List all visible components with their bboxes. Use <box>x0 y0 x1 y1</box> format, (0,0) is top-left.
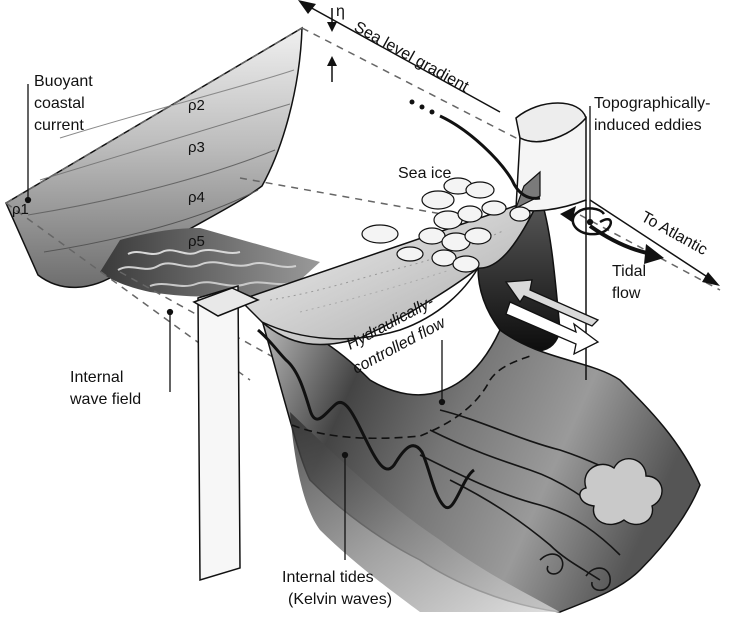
gradient-dot <box>429 109 435 115</box>
internal-tides-label-1: Internal tides <box>282 569 374 586</box>
wave-crest <box>117 261 297 271</box>
ice-floe <box>396 246 424 262</box>
ice-floe <box>418 227 446 245</box>
downslope-outflow <box>261 319 701 613</box>
gradient-surface-line <box>439 114 541 200</box>
tidal-arrow-left <box>504 279 600 327</box>
gradient-dot <box>409 99 415 105</box>
basin-cross-section <box>5 26 303 289</box>
rho5-label: ρ5 <box>188 233 205 250</box>
sill-front-ridge <box>261 267 479 340</box>
tidal-flow-arrow <box>588 224 653 256</box>
gradient-axis <box>307 5 501 113</box>
atlantic-axis <box>589 199 713 281</box>
kelvin-wave-line <box>257 328 475 510</box>
outflow-front-face <box>290 412 560 612</box>
density-layer-boundary <box>43 189 259 253</box>
atlantic-axis-head <box>702 272 720 286</box>
leader-lines <box>24 84 594 560</box>
internal-wave-field <box>100 228 320 297</box>
eta-label: η <box>336 3 345 20</box>
buoyant-label-2: coastal <box>34 95 85 112</box>
rho3-label: ρ3 <box>188 139 205 156</box>
internal-tides-label-2: (Kelvin waves) <box>288 591 392 608</box>
eta-arrow-down-head <box>327 22 337 32</box>
ice-floe <box>421 190 455 210</box>
ice-floe <box>452 255 480 273</box>
density-layer-boundary <box>27 149 276 216</box>
eddy-swirl-head <box>560 206 576 222</box>
wave-crest <box>127 249 241 255</box>
flow-arrows <box>504 206 664 356</box>
buoyant-label-1: Buoyant <box>34 73 93 90</box>
interface-dashed-line <box>291 355 531 440</box>
front-wall-top <box>192 287 260 317</box>
density-layer-boundary <box>39 103 291 181</box>
tidal-flow-label-2: flow <box>612 285 641 302</box>
tidal-flow-label-1: Tidal <box>612 263 646 280</box>
gradient-dot <box>419 104 425 110</box>
buoyant-label-3: current <box>34 117 84 134</box>
topographic-eddies-label-2: induced eddies <box>594 117 702 134</box>
front-wall <box>192 284 260 582</box>
left-basin <box>5 26 303 289</box>
ice-floe <box>481 200 507 216</box>
sea-ice-floes <box>361 177 531 273</box>
tidal-flow-arrowhead <box>644 244 664 264</box>
eddy-swirl-arrow <box>571 207 612 236</box>
sea-ice-label: Sea ice <box>398 165 451 182</box>
front-wall-face <box>197 284 241 582</box>
internal-wave-label-2: wave field <box>69 391 141 408</box>
rho1-label: ρ1 <box>12 201 29 218</box>
eddy-cloud <box>579 458 663 525</box>
ice-floe <box>464 227 492 245</box>
gradient-axis-head <box>298 0 316 14</box>
ice-floe <box>361 224 399 244</box>
ice-floe <box>465 181 495 199</box>
density-layer-boundary <box>59 69 295 139</box>
tidal-arrow-right <box>505 301 600 356</box>
topographic-eddies-label-1: Topographically- <box>594 95 711 112</box>
ice-floe <box>431 249 457 267</box>
rho4-label: ρ4 <box>188 189 205 206</box>
sea-level-gradient <box>298 0 720 286</box>
wave-crest <box>149 281 295 287</box>
ice-floe <box>509 206 531 222</box>
rho2-label: ρ2 <box>188 97 205 114</box>
eta-arrow-up-head <box>327 56 337 66</box>
internal-wave-label-1: Internal <box>70 369 123 386</box>
ice-floe <box>457 205 483 223</box>
sill-texture <box>269 229 506 301</box>
